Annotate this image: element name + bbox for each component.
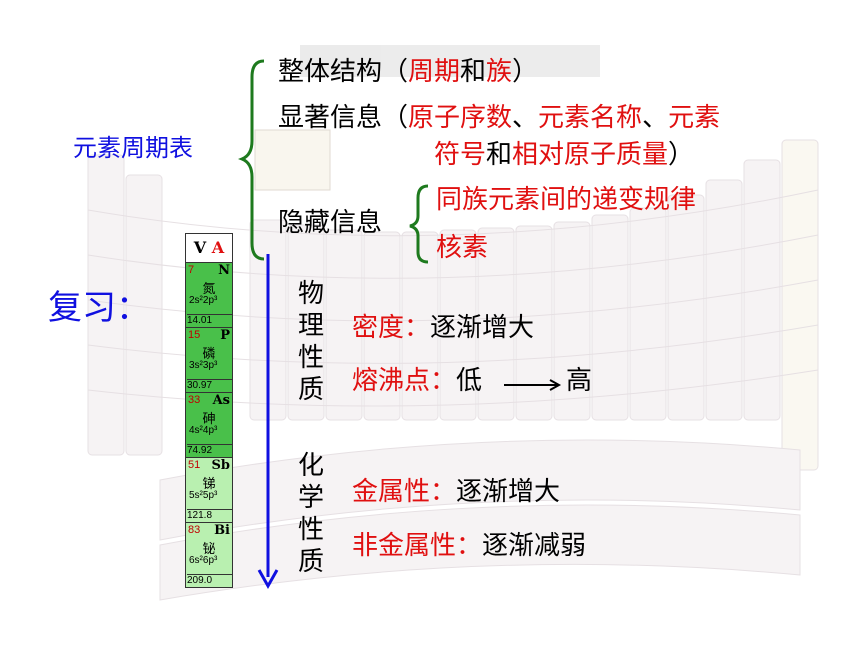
hidden-info-brace: [409, 184, 429, 264]
trend-down-arrow-icon: [257, 254, 279, 590]
physical-label: 物 理 性 质: [297, 279, 324, 405]
root-label: 元素周期表: [73, 134, 193, 162]
increase-arrow-icon: [504, 379, 562, 391]
branch-visible-info-line2: 符号和相对原子质量）: [434, 140, 695, 170]
branch-overall-structure: 整体结构（周期和族）: [278, 57, 539, 87]
branch-hidden-info: 隐藏信息: [278, 208, 383, 238]
melting-boiling-high: 高: [566, 366, 593, 396]
hidden-info-item-2: 核素: [436, 233, 489, 263]
main-brace: [238, 59, 265, 261]
review-label: 复习：: [48, 288, 150, 328]
melting-boiling-row: 熔沸点：低: [352, 366, 483, 396]
metallic-row: 金属性：逐渐增大: [352, 477, 561, 507]
nonmetallic-row: 非金属性：逐渐减弱: [352, 531, 587, 561]
hidden-info-item-1: 同族元素间的递变规律: [436, 185, 697, 215]
chemical-label: 化 学 性 质: [297, 451, 324, 577]
density-row: 密度：逐渐增大: [352, 313, 535, 343]
branch-visible-info: 显著信息（原子序数、元素名称、元素: [278, 103, 721, 133]
group-header: V A: [186, 234, 232, 263]
